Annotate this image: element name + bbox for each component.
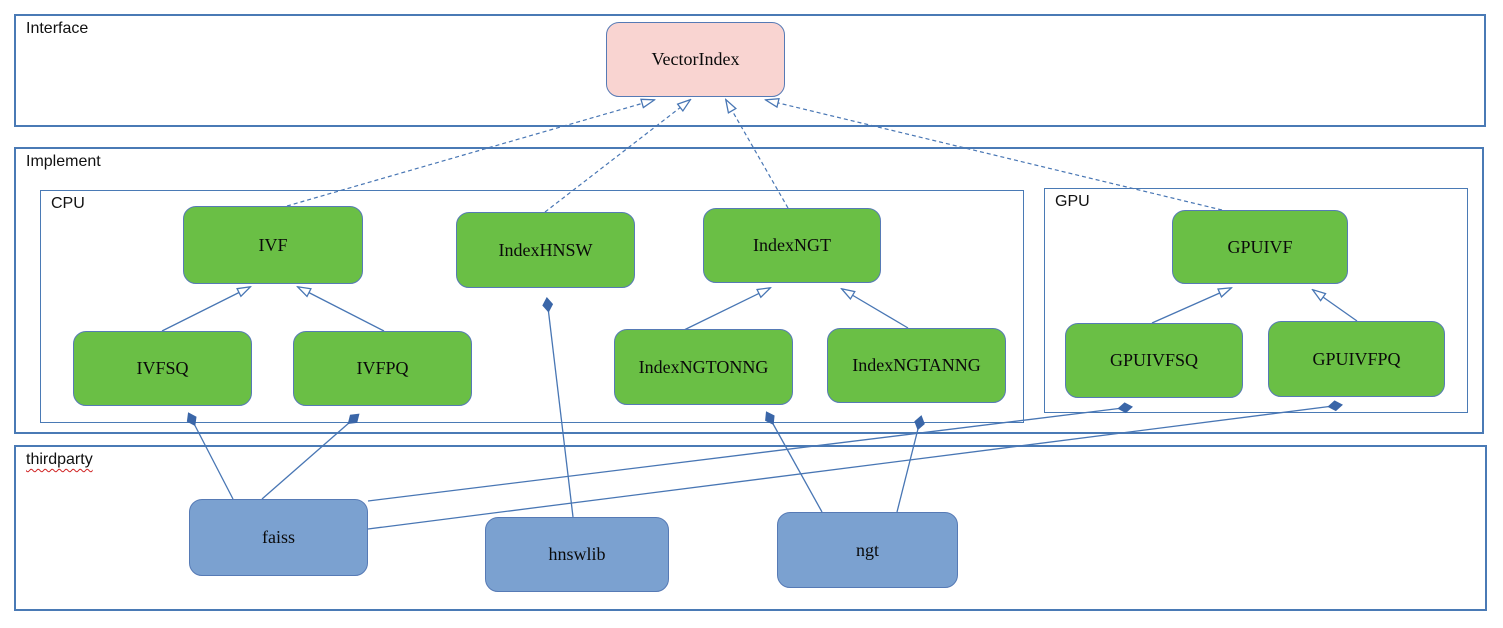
node-gpuivf-label: GPUIVF [1227,236,1293,257]
node-ngt-label: ngt [855,539,879,560]
node-indexngtanng[interactable]: IndexNGTANNG [827,328,1006,403]
node-ivfsq-label: IVFSQ [136,358,189,378]
node-indexhnsw-label: IndexHNSW [498,239,593,260]
node-hnswlib[interactable]: hnswlib [485,517,669,592]
node-ivfsq[interactable]: IVFSQ [73,331,252,406]
node-vectorindex-label: VectorIndex [651,49,740,69]
node-faiss[interactable]: faiss [189,499,368,576]
node-indexngtonng[interactable]: IndexNGTONNG [614,329,793,405]
node-gpuivfpq-label: GPUIVFPQ [1312,348,1401,369]
node-ivf[interactable]: IVF [183,206,363,284]
section-gpu-label: GPU [1055,193,1090,210]
node-ivfpq[interactable]: IVFPQ [293,331,472,406]
node-faiss-label: faiss [262,527,295,547]
node-indexngt[interactable]: IndexNGT [703,208,881,283]
node-ivfpq-label: IVFPQ [356,358,409,378]
node-hnswlib-label: hnswlib [548,544,606,564]
node-ivf-label: IVF [258,234,288,255]
node-indexngtonng-label: IndexNGTONNG [638,356,769,377]
section-implement-label: Implement [26,153,101,170]
node-gpuivfpq[interactable]: GPUIVFPQ [1268,321,1445,397]
node-gpuivf[interactable]: GPUIVF [1172,210,1348,284]
section-thirdparty-label: thirdparty [26,451,93,468]
node-indexngtanng-label: IndexNGTANNG [852,355,981,375]
node-vectorindex[interactable]: VectorIndex [606,22,785,97]
section-interface-label: Interface [26,20,89,37]
node-indexhnsw[interactable]: IndexHNSW [456,212,635,288]
node-indexngt-label: IndexNGT [753,235,831,255]
section-cpu-label: CPU [51,195,85,212]
node-gpuivfsq-label: GPUIVFSQ [1109,350,1199,370]
node-ngt[interactable]: ngt [777,512,958,588]
node-gpuivfsq[interactable]: GPUIVFSQ [1065,323,1243,398]
